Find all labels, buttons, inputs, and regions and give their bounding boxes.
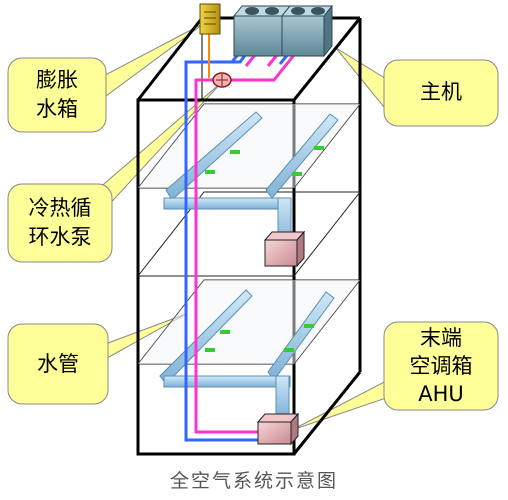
label-line: 末端 <box>420 326 462 350</box>
lower-duct-system <box>159 289 335 417</box>
pump-icon <box>212 72 232 88</box>
supply-pipe-magenta <box>194 39 308 434</box>
diagram-caption: 全空气系统示意图 <box>169 470 338 492</box>
label-expansion-tank: 膨胀 水箱 <box>8 66 106 124</box>
callout-expansion-tank <box>7 21 207 133</box>
label-pump: 冷热循 环水泵 <box>8 194 112 252</box>
expansion-tank-icon <box>199 3 221 35</box>
label-line: 冷热循 <box>28 196 92 220</box>
label-line: AHU <box>418 382 464 406</box>
callout-pump <box>7 81 223 263</box>
label-line: 膨胀 <box>36 68 78 92</box>
label-main-unit: 主机 <box>384 78 498 107</box>
label-line: 水管 <box>37 352 79 376</box>
label-water-pipe: 水管 <box>8 350 108 379</box>
chiller-unit-right <box>280 4 334 58</box>
lower-ahu-box <box>256 412 300 446</box>
label-line: 主机 <box>420 80 462 104</box>
callout-main-unit <box>335 47 499 127</box>
label-line: 环水泵 <box>28 225 92 249</box>
label-ahu: 末端 空调箱 AHU <box>384 324 498 408</box>
label-line: 空调箱 <box>409 354 473 378</box>
chiller-unit-left <box>232 5 292 57</box>
upper-ahu-box <box>263 230 306 268</box>
callout-ahu <box>291 321 499 431</box>
callout-water-pipe <box>7 313 187 405</box>
label-line: 水箱 <box>36 97 78 121</box>
building-frame <box>136 16 362 456</box>
